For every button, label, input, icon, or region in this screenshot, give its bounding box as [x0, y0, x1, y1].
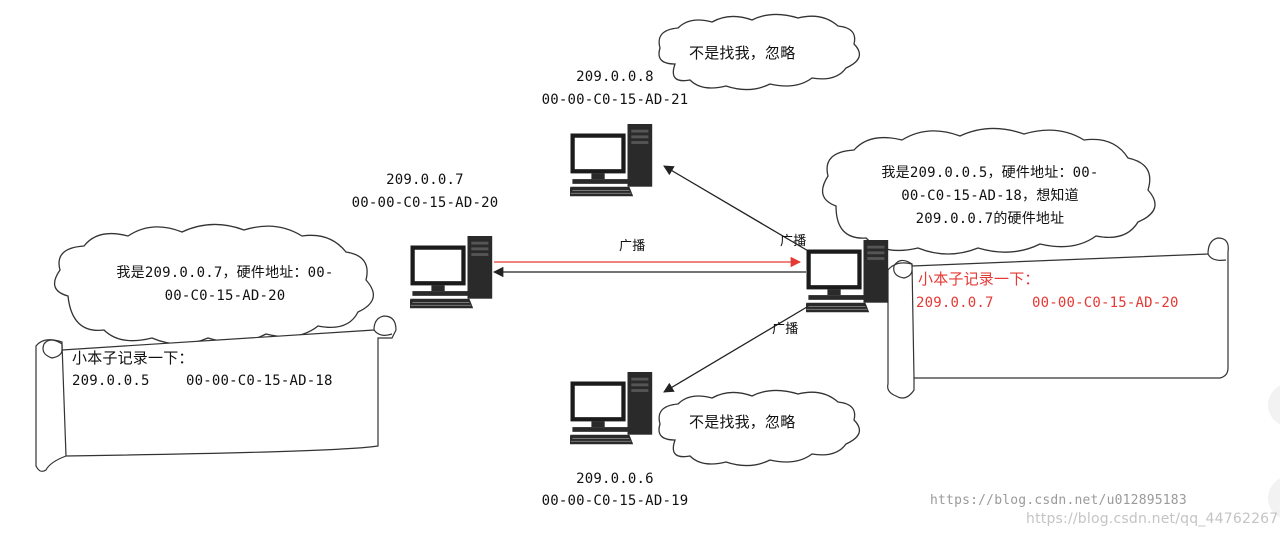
note-right-title: 小本子记录一下： [918, 270, 1040, 288]
scroll-note-right [887, 237, 1229, 399]
cloud-bubble-right [821, 127, 1156, 255]
computer-icon-top [570, 124, 653, 197]
computer-icon-right [806, 240, 889, 313]
bubble-left-line-2: 00-C0-15-AD-20 [164, 288, 286, 304]
bubble-right-line-2: 00-C0-15-AD-18，想知道 [901, 188, 1079, 204]
edge-broadcast-top [663, 165, 811, 253]
bubble-bottom-text: 不是找我，忽略 [689, 413, 796, 431]
host-left-ip: 209.0.0.7 [386, 172, 464, 188]
scroll-note-left [35, 315, 397, 472]
edge-label-broadcast-center: 广播 [619, 239, 646, 254]
note-left-ip: 209.0.0.5 [72, 373, 150, 389]
host-top-ip: 209.0.0.8 [576, 69, 654, 85]
note-right-ip: 209.0.0.7 [916, 295, 994, 311]
watermark-line-2: https://blog.csdn.net/qq_44762267 [1026, 511, 1279, 527]
host-top-mac: 00-00-C0-15-AD-21 [541, 92, 689, 108]
edge-label-broadcast-top: 广播 [780, 234, 807, 249]
edge-decor-circle-1 [1268, 385, 1280, 425]
cloud-bubble-top [658, 13, 861, 91]
note-left-mac: 00-00-C0-15-AD-18 [186, 373, 333, 389]
cloud-bubble-bottom [658, 389, 861, 467]
note-left-title: 小本子记录一下： [72, 349, 194, 367]
edge-decor-circle-2 [1268, 478, 1280, 518]
watermark-line-1: https://blog.csdn.net/u012895183 [930, 493, 1187, 508]
edge-broadcast-bottom [663, 303, 813, 393]
edge-label-broadcast-bottom: 广播 [772, 322, 799, 337]
bubble-right-line-3: 209.0.0.7的硬件地址 [915, 211, 1065, 227]
bubble-right-line-1: 我是209.0.0.5，硬件地址：00- [881, 165, 1099, 181]
bubble-left-line-1: 我是209.0.0.7，硬件地址：00- [116, 265, 334, 281]
host-bottom-ip: 209.0.0.6 [576, 471, 654, 487]
computer-icon-bottom [570, 372, 653, 445]
host-bottom-mac: 00-00-C0-15-AD-19 [541, 493, 689, 509]
note-right-mac: 00-00-C0-15-AD-20 [1032, 295, 1179, 311]
bubble-top-text: 不是找我，忽略 [689, 44, 796, 62]
computer-icon-left [410, 236, 493, 309]
host-left-mac: 00-00-C0-15-AD-20 [351, 195, 499, 211]
